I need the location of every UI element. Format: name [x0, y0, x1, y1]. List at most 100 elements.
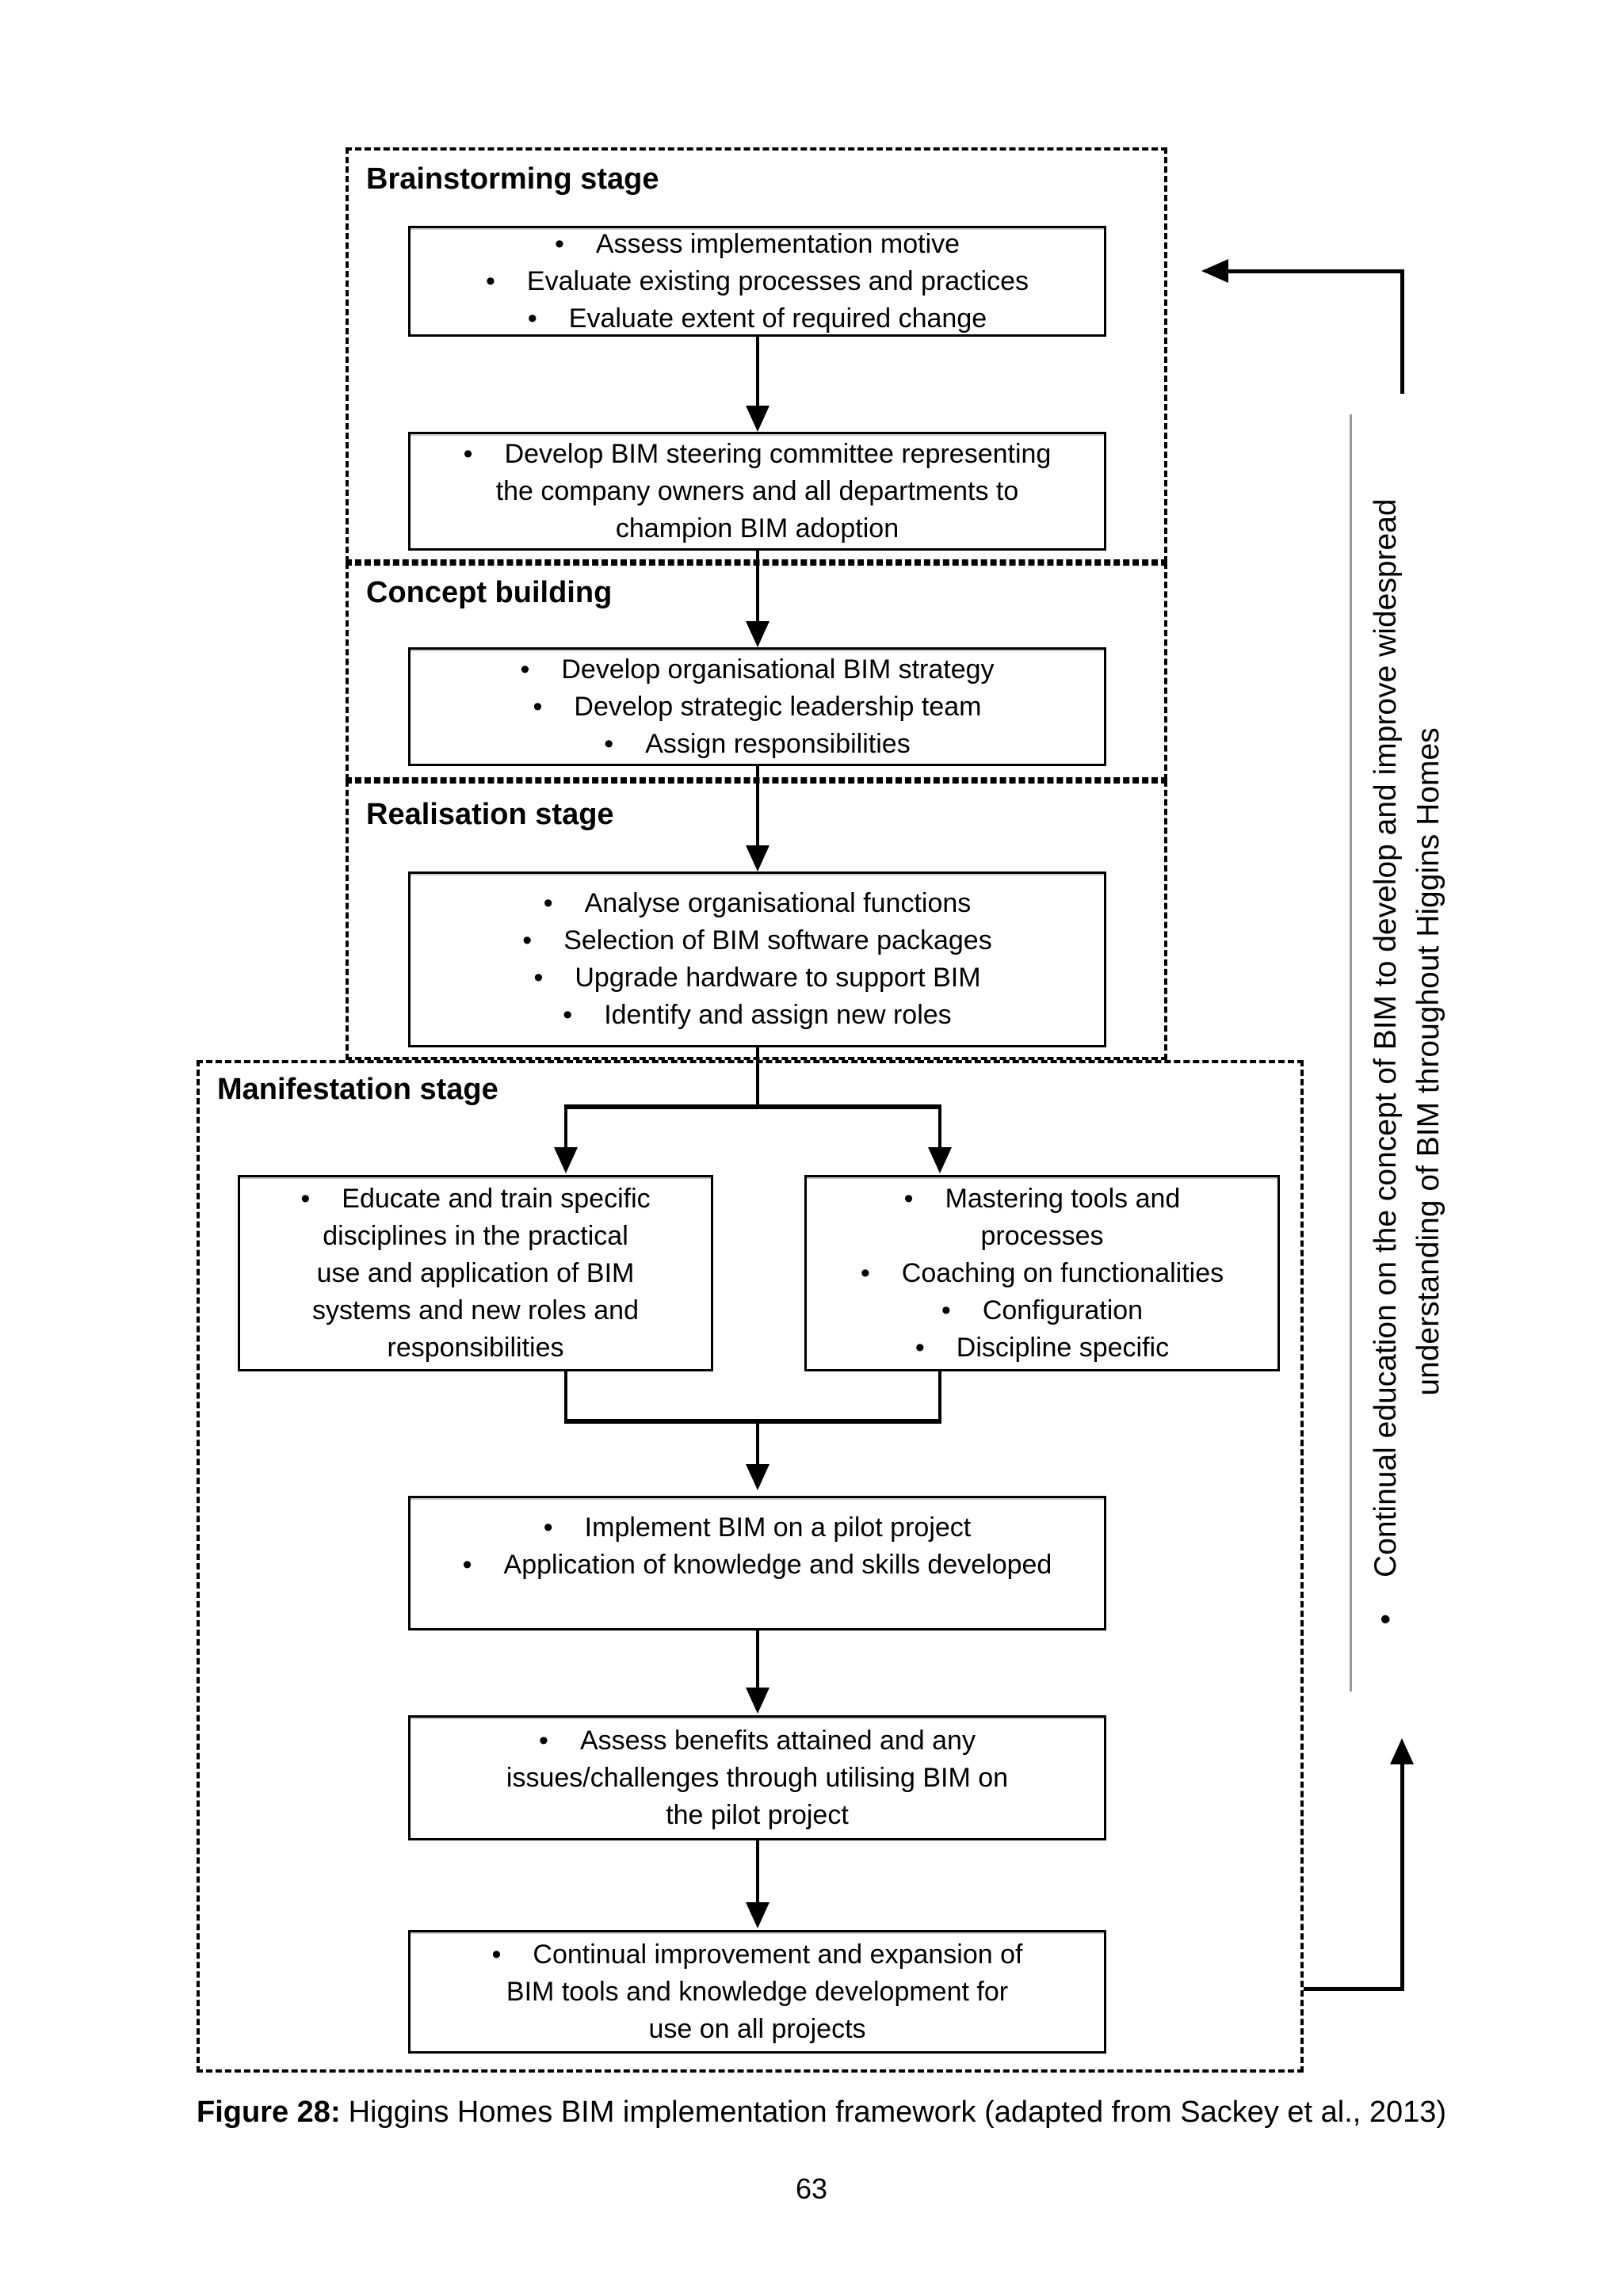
bullet-icon: • [543, 1512, 553, 1543]
bullet-item-text: Continual improvement and expansion of [533, 1939, 1023, 1970]
bullet-item-line: the company owners and all departments t… [433, 473, 1082, 510]
feedback-top-drop [1400, 269, 1404, 394]
bullet-item-line-first: •Evaluate existing processes and practic… [433, 263, 1082, 300]
bullet-item-text: Mastering tools and [945, 1183, 1181, 1214]
box-continual-improvement: • Continual improvement and expansion of B… [408, 1930, 1106, 2054]
branch-stem [756, 1047, 759, 1109]
bullet-item-text: Assess implementation motive [595, 228, 960, 259]
bullet-item-text: Assess benefits attained and any [579, 1725, 976, 1756]
box-steering-committee: •Develop BIM steering committee represen… [408, 432, 1106, 551]
bullet-item: •Discipline specific [823, 1329, 1262, 1367]
bullet-item-line-first: • Mastering tools and [823, 1180, 1262, 1218]
down-arrowhead-icon [554, 1147, 578, 1173]
bullet-item: •Application of knowledge and skills dev… [433, 1547, 1082, 1584]
stage-label-concept-building: Concept building [366, 576, 613, 609]
bullet-icon: • [522, 925, 533, 955]
figure-caption: Figure 28:Higgins Homes BIM implementati… [197, 2093, 1446, 2131]
bullet-item-line-first: •Develop strategic leadership team [433, 688, 1082, 726]
bullet-item-line: BIM tools and knowledge development for [475, 1974, 1039, 2011]
bullet-item-line-first: • Continual improvement and expansion of [475, 1936, 1039, 1974]
bullet-item-line: processes [823, 1218, 1262, 1255]
bullet-item-line: responsibilities [256, 1329, 695, 1367]
collect-stem [564, 1371, 567, 1424]
bullet-item-line: issues/challenges through utilising BIM … [454, 1760, 1060, 1797]
bullet-item: • Identify and assign new roles [433, 997, 1082, 1034]
bullet-item-line: disciplines in the practical [256, 1218, 695, 1255]
bullet-icon: • [563, 1000, 573, 1030]
feedback-bottom-rise [1400, 1764, 1404, 1991]
bullet-item-text: the company owners and all departments t… [495, 475, 1019, 506]
bullet-icon: • [543, 888, 553, 918]
bullet-item-line: use and application of BIM [256, 1255, 695, 1292]
bullet-item-text: use on all projects [648, 2013, 866, 2044]
bullet-icon: • [554, 228, 564, 259]
sidebar-note-line1: •Continual education on the concept of B… [1365, 428, 1407, 1695]
arrow-stem [564, 1104, 567, 1149]
bullet-item-line-first: •Evaluate extent of required change [433, 300, 1082, 338]
bullet-item-line-first: •Educate and train specific [256, 1180, 695, 1218]
arrow-stem [756, 1840, 759, 1904]
bullet-item: •Configuration [823, 1292, 1262, 1329]
sidebar-note-text1: Continual education on the concept of BI… [1369, 498, 1403, 1577]
feedback-bottom-line [1304, 1987, 1404, 1991]
bullet-icon: • [491, 1939, 502, 1970]
bullet-item-line: use on all projects [475, 2011, 1039, 2048]
feedback-top-line [1227, 269, 1404, 273]
bullet-item-text: Application of knowledge and skills deve… [503, 1550, 1052, 1580]
down-arrowhead-icon [928, 1147, 952, 1173]
bullet-item-line-first: •Develop BIM steering committee represen… [433, 436, 1082, 473]
bullet-item-text: Develop organisational BIM strategy [561, 654, 995, 685]
bullet-icon: • [533, 963, 544, 993]
bullet-item-text: Upgrade hardware to support BIM [575, 963, 981, 993]
bullet-item-text: Implement BIM on a pilot project [584, 1512, 972, 1543]
down-arrowhead-icon [746, 1464, 769, 1490]
stage-label-realisation: Realisation stage [366, 798, 614, 831]
bullet-item: •Assign responsibilities [433, 726, 1082, 763]
bullet-item: •Develop BIM steering committee represen… [433, 436, 1082, 547]
bullet-item-line: systems and new roles and [256, 1292, 695, 1329]
bullet-item-line-first: •Selection of BIM software packages [433, 922, 1082, 959]
bullet-item-line-first: •Assign responsibilities [433, 726, 1082, 763]
bullet-item: •Analyse organisational functions [433, 885, 1082, 922]
bullet-item: • Develop organisational BIM strategy [433, 651, 1082, 688]
bullet-item-text: Educate and train specific [342, 1183, 651, 1214]
bullet-item: •Develop strategic leadership team [433, 688, 1082, 726]
sidebar-rotated-note: •Continual education on the concept of B… [1365, 428, 1453, 1695]
figure-caption-label: Figure 28: [197, 2096, 341, 2129]
stage-label-manifestation: Manifestation stage [217, 1073, 498, 1106]
bullet-item-line: champion BIM adoption [433, 510, 1082, 547]
bullet-icon: • [520, 654, 530, 685]
bullet-icon: • [533, 691, 543, 722]
bullet-item-text: Evaluate extent of required change [568, 303, 987, 334]
left-arrowhead-icon [1201, 259, 1228, 283]
bullet-item-line-first: •Configuration [823, 1292, 1262, 1329]
bullet-item-text: issues/challenges through utilising BIM … [506, 1762, 1009, 1793]
bullet-item-text: BIM tools and knowledge development for [506, 1976, 1009, 2007]
bullet-item-text: Coaching on functionalities [901, 1257, 1224, 1288]
box-realisation-tasks: •Analyse organisational functions•Select… [408, 871, 1106, 1047]
bullet-item-line-first: •Analyse organisational functions [433, 885, 1082, 922]
arrow-stem [756, 337, 759, 408]
arrow-stem [938, 1104, 941, 1149]
sidebar-guide-line [1350, 414, 1352, 1691]
bullet-item-text: champion BIM adoption [615, 513, 899, 543]
bullet-item-text: Assign responsibilities [645, 728, 911, 759]
arrow-stem [756, 551, 759, 622]
bullet-icon: • [941, 1295, 951, 1325]
bullet-icon: • [915, 1332, 925, 1363]
bullet-item-line-first: • Identify and assign new roles [433, 997, 1082, 1034]
bullet-item-text: disciplines in the practical [323, 1220, 628, 1251]
arrow-stem [756, 1422, 759, 1464]
bullet-item: • Implement BIM on a pilot project [433, 1509, 1082, 1547]
bullet-item-text: systems and new roles and [312, 1295, 639, 1325]
down-arrowhead-icon [746, 621, 769, 647]
bullet-icon: • [463, 438, 473, 469]
sidebar-note-line2: understanding of BIM throughout Higgins … [1411, 727, 1445, 1396]
bullet-icon: • [860, 1257, 870, 1288]
bullet-item-text: Identify and assign new roles [604, 1000, 952, 1030]
bullet-item-line: the pilot project [454, 1797, 1060, 1834]
bullet-icon: • [903, 1183, 914, 1214]
